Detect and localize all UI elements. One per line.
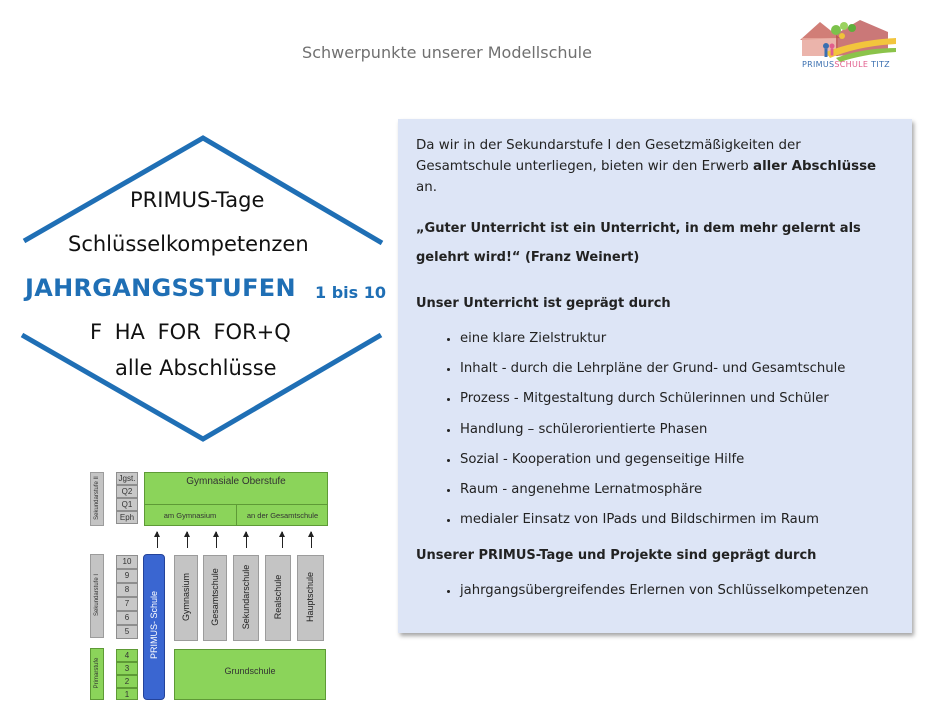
arrow-up-icon — [154, 531, 160, 548]
list-item: eine klare Zielstruktur — [460, 329, 894, 349]
grade-cell: 2 — [116, 675, 138, 688]
grade-cell: Q1 — [116, 498, 138, 511]
school-type-label: Hauptschule — [305, 571, 315, 623]
diamond-outline — [20, 135, 384, 442]
diamond-line-primus-tage: PRIMUS-Tage — [130, 188, 265, 212]
school-column-gymnasium — [174, 555, 198, 641]
sek1-bar — [90, 554, 104, 638]
grade-cell: 3 — [116, 662, 138, 675]
arrow-up-icon — [279, 531, 285, 548]
quote-paragraph: „Guter Unterricht ist ein Unterricht, in… — [416, 221, 861, 265]
primus-column-label: PRIMUS- Schule — [149, 590, 159, 660]
school-type-label: Realschule — [273, 574, 283, 620]
grade-cell: 7 — [116, 597, 138, 611]
diamond-line-alle-abschluesse: alle Abschlüsse — [115, 356, 277, 380]
school-type-label: Gesamtschule — [210, 568, 220, 626]
intro-paragraph: Da wir in der Sekundarstufe I den Gesetz… — [416, 138, 877, 195]
sek2-label: Sekundarstufe II — [94, 476, 100, 520]
oberstufe-vdivider — [236, 504, 237, 526]
grade-cell: 1 — [116, 688, 138, 700]
school-system-diagram: Sekundarstufe II Sekundarstufe I Primars… — [86, 470, 331, 702]
school-column-gesamtschule — [203, 555, 227, 641]
school-column-realschule — [265, 555, 291, 641]
grade-cell: Q2 — [116, 485, 138, 498]
list-item: Handlung – schülerorientierte Phasen — [460, 420, 894, 440]
logo-text: PRIMUSSCHULE TITZ — [802, 60, 890, 69]
info-panel: Da wir in der Sekundarstufe I den Gesetz… — [398, 119, 912, 633]
arrow-up-icon — [213, 531, 219, 548]
list-item: medialer Einsatz von IPads und Bildschir… — [460, 510, 894, 530]
arrow-up-icon — [184, 531, 190, 548]
school-column-sekundarschule — [233, 555, 259, 641]
school-type-label: Sekundarschule — [241, 564, 251, 630]
diamond-line-range: 1 bis 10 — [315, 283, 386, 302]
list-item: Sozial - Kooperation und gegenseitige Hi… — [460, 450, 894, 470]
primus-tage-list: jahrgangsübergreifendes Erlernen von Sch… — [416, 581, 894, 601]
grade-cell: 10 — [116, 555, 138, 569]
list-item: jahrgangsübergreifendes Erlernen von Sch… — [460, 581, 894, 601]
arrow-up-icon — [308, 531, 314, 548]
grade-cell: 4 — [116, 649, 138, 662]
unterricht-list: eine klare Zielstruktur Inhalt - durch d… — [416, 329, 894, 530]
grade-cell: 6 — [116, 611, 138, 625]
diamond-line-jahrgangsstufen: JAHRGANGSSTUFEN — [25, 274, 296, 302]
grade-cell: Eph — [116, 511, 138, 524]
list-item: Raum - angenehme Lernatmosphäre — [460, 480, 894, 500]
primar-label: Primarstufe — [94, 657, 100, 689]
section-heading-primus-tage: Unserer PRIMUS-Tage und Projekte sind ge… — [416, 548, 817, 564]
school-type-label: Gymnasium — [181, 573, 191, 622]
grundschule-box — [174, 649, 326, 700]
sek1-label: Sekundarstufe I — [94, 573, 100, 617]
grade-cell: 5 — [116, 625, 138, 639]
primus-column — [143, 554, 165, 700]
oberstufe-left: am Gymnasium — [163, 511, 217, 520]
primar-bar — [90, 648, 104, 700]
diamond-line-kompetenzen: Schlüsselkompetenzen — [68, 232, 309, 256]
section-heading-unterricht: Unser Unterricht ist geprägt durch — [416, 296, 671, 311]
diamond-bottom-chevron — [20, 332, 383, 442]
diamond-top-chevron — [22, 135, 384, 246]
arrow-up-icon — [243, 531, 249, 548]
oberstufe-right: an der Gesamtschule — [246, 511, 319, 520]
grundschule-label: Grundschule — [224, 666, 276, 676]
slide-title: Schwerpunkte unserer Modellschule — [302, 43, 592, 62]
grade-cell: Jgst. — [116, 472, 138, 485]
list-item: Inhalt - durch die Lehrpläne der Grund- … — [460, 359, 894, 379]
list-item: Prozess - Mitgestaltung durch Schülerinn… — [460, 389, 894, 409]
oberstufe-title: Gymnasiale Oberstufe — [186, 476, 286, 487]
grade-cell: 9 — [116, 569, 138, 583]
sek2-bar — [90, 472, 104, 526]
diamond-line-abschluesse-codes: F HA FOR FOR+Q — [90, 320, 291, 344]
school-column-hauptschule — [297, 555, 324, 641]
school-logo — [800, 20, 896, 62]
grade-cell: 8 — [116, 583, 138, 597]
